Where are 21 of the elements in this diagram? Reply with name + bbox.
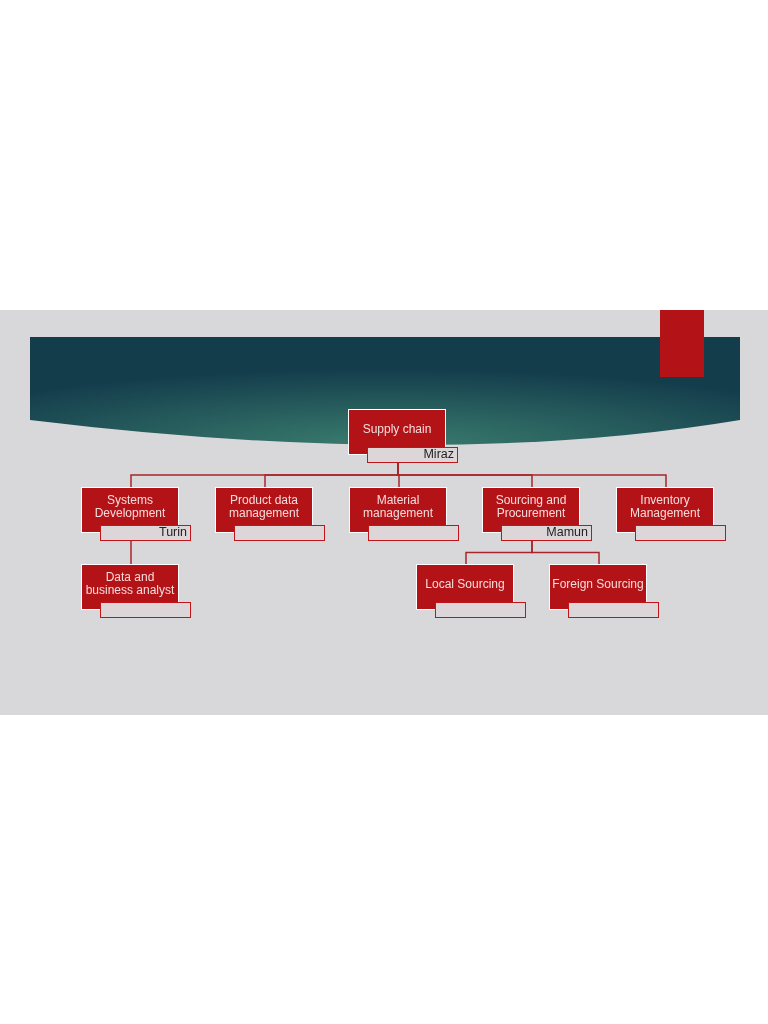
box-title: Sourcing and Procurement — [494, 494, 568, 520]
name-tag: Mamun — [501, 525, 592, 541]
name-tag — [635, 525, 726, 541]
box-title: Inventory Management — [628, 494, 701, 520]
connector-line — [397, 462, 667, 488]
box-title: Product data management — [227, 494, 300, 520]
name-tag — [368, 525, 459, 541]
name-tag: Miraz — [367, 447, 458, 463]
box-title: Supply chain — [361, 422, 433, 436]
connector-line — [130, 540, 132, 565]
box-title: Foreign Sourcing — [551, 577, 645, 591]
name-tag — [234, 525, 325, 541]
name-tag — [100, 602, 191, 618]
name-tag: Turin — [100, 525, 191, 541]
name-tag — [435, 602, 526, 618]
box-title: Systems Development — [93, 494, 167, 520]
connector-line — [531, 540, 600, 565]
box-title: Local Sourcing — [424, 577, 506, 591]
name-tag — [568, 602, 659, 618]
box-title: Material management — [361, 494, 434, 520]
box-title: Data and business analyst — [84, 571, 176, 597]
